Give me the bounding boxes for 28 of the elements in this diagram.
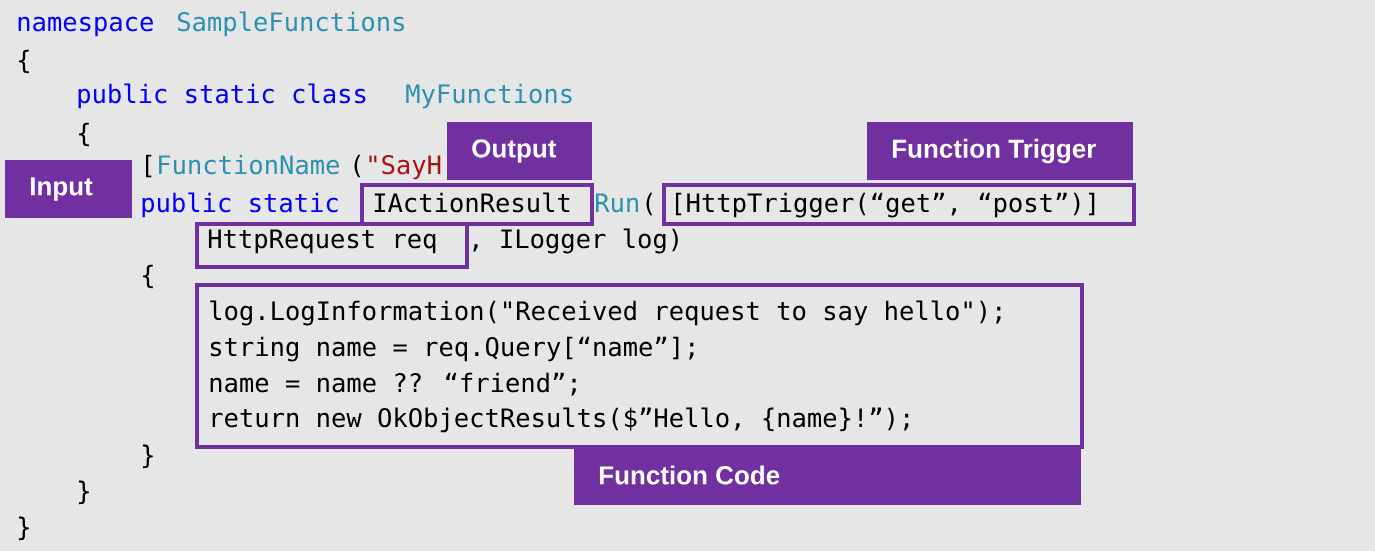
code-text: namespace <box>18 16 153 37</box>
code-text: } <box>78 480 89 505</box>
code-text: { <box>142 264 153 289</box>
code-text: } <box>142 444 153 469</box>
node-label: return new OkObjectResults($”Hello, {name}!”); <box>212 407 909 433</box>
tag-label: Input <box>5 160 132 218</box>
code-text: "SayH <box>369 155 441 180</box>
code-text: , ILogger log) <box>473 228 678 254</box>
code-text: } <box>18 516 29 541</box>
code-text: ( <box>354 154 361 178</box>
code-box: HttpRequest req <box>195 222 469 269</box>
code-text: public static class <box>78 83 366 109</box>
node-label: string name = req.Query[“name”]; <box>210 336 694 362</box>
tag-label: Function Code <box>574 445 1081 505</box>
node-label: log.LogInformation("Received request to say hello"); <box>210 300 1001 326</box>
code-text: ( <box>646 192 653 216</box>
code-text: FunctionName <box>159 154 339 175</box>
code-text: Run <box>596 193 638 213</box>
node-label: name = name ?? “friend”; <box>210 372 576 396</box>
code-text: [ <box>146 154 152 178</box>
tag-label: Output <box>447 122 592 180</box>
code-text: MyFunctions <box>406 83 572 109</box>
code-text: public static <box>142 192 338 218</box>
code-text: SampleFunctions <box>177 11 404 37</box>
code-box: IActionResult <box>360 183 594 226</box>
code-text: { <box>18 49 29 74</box>
code-box: [HttpTrigger(“get”, “post”)] <box>662 183 1136 226</box>
tag-label: Function Trigger <box>867 122 1133 180</box>
